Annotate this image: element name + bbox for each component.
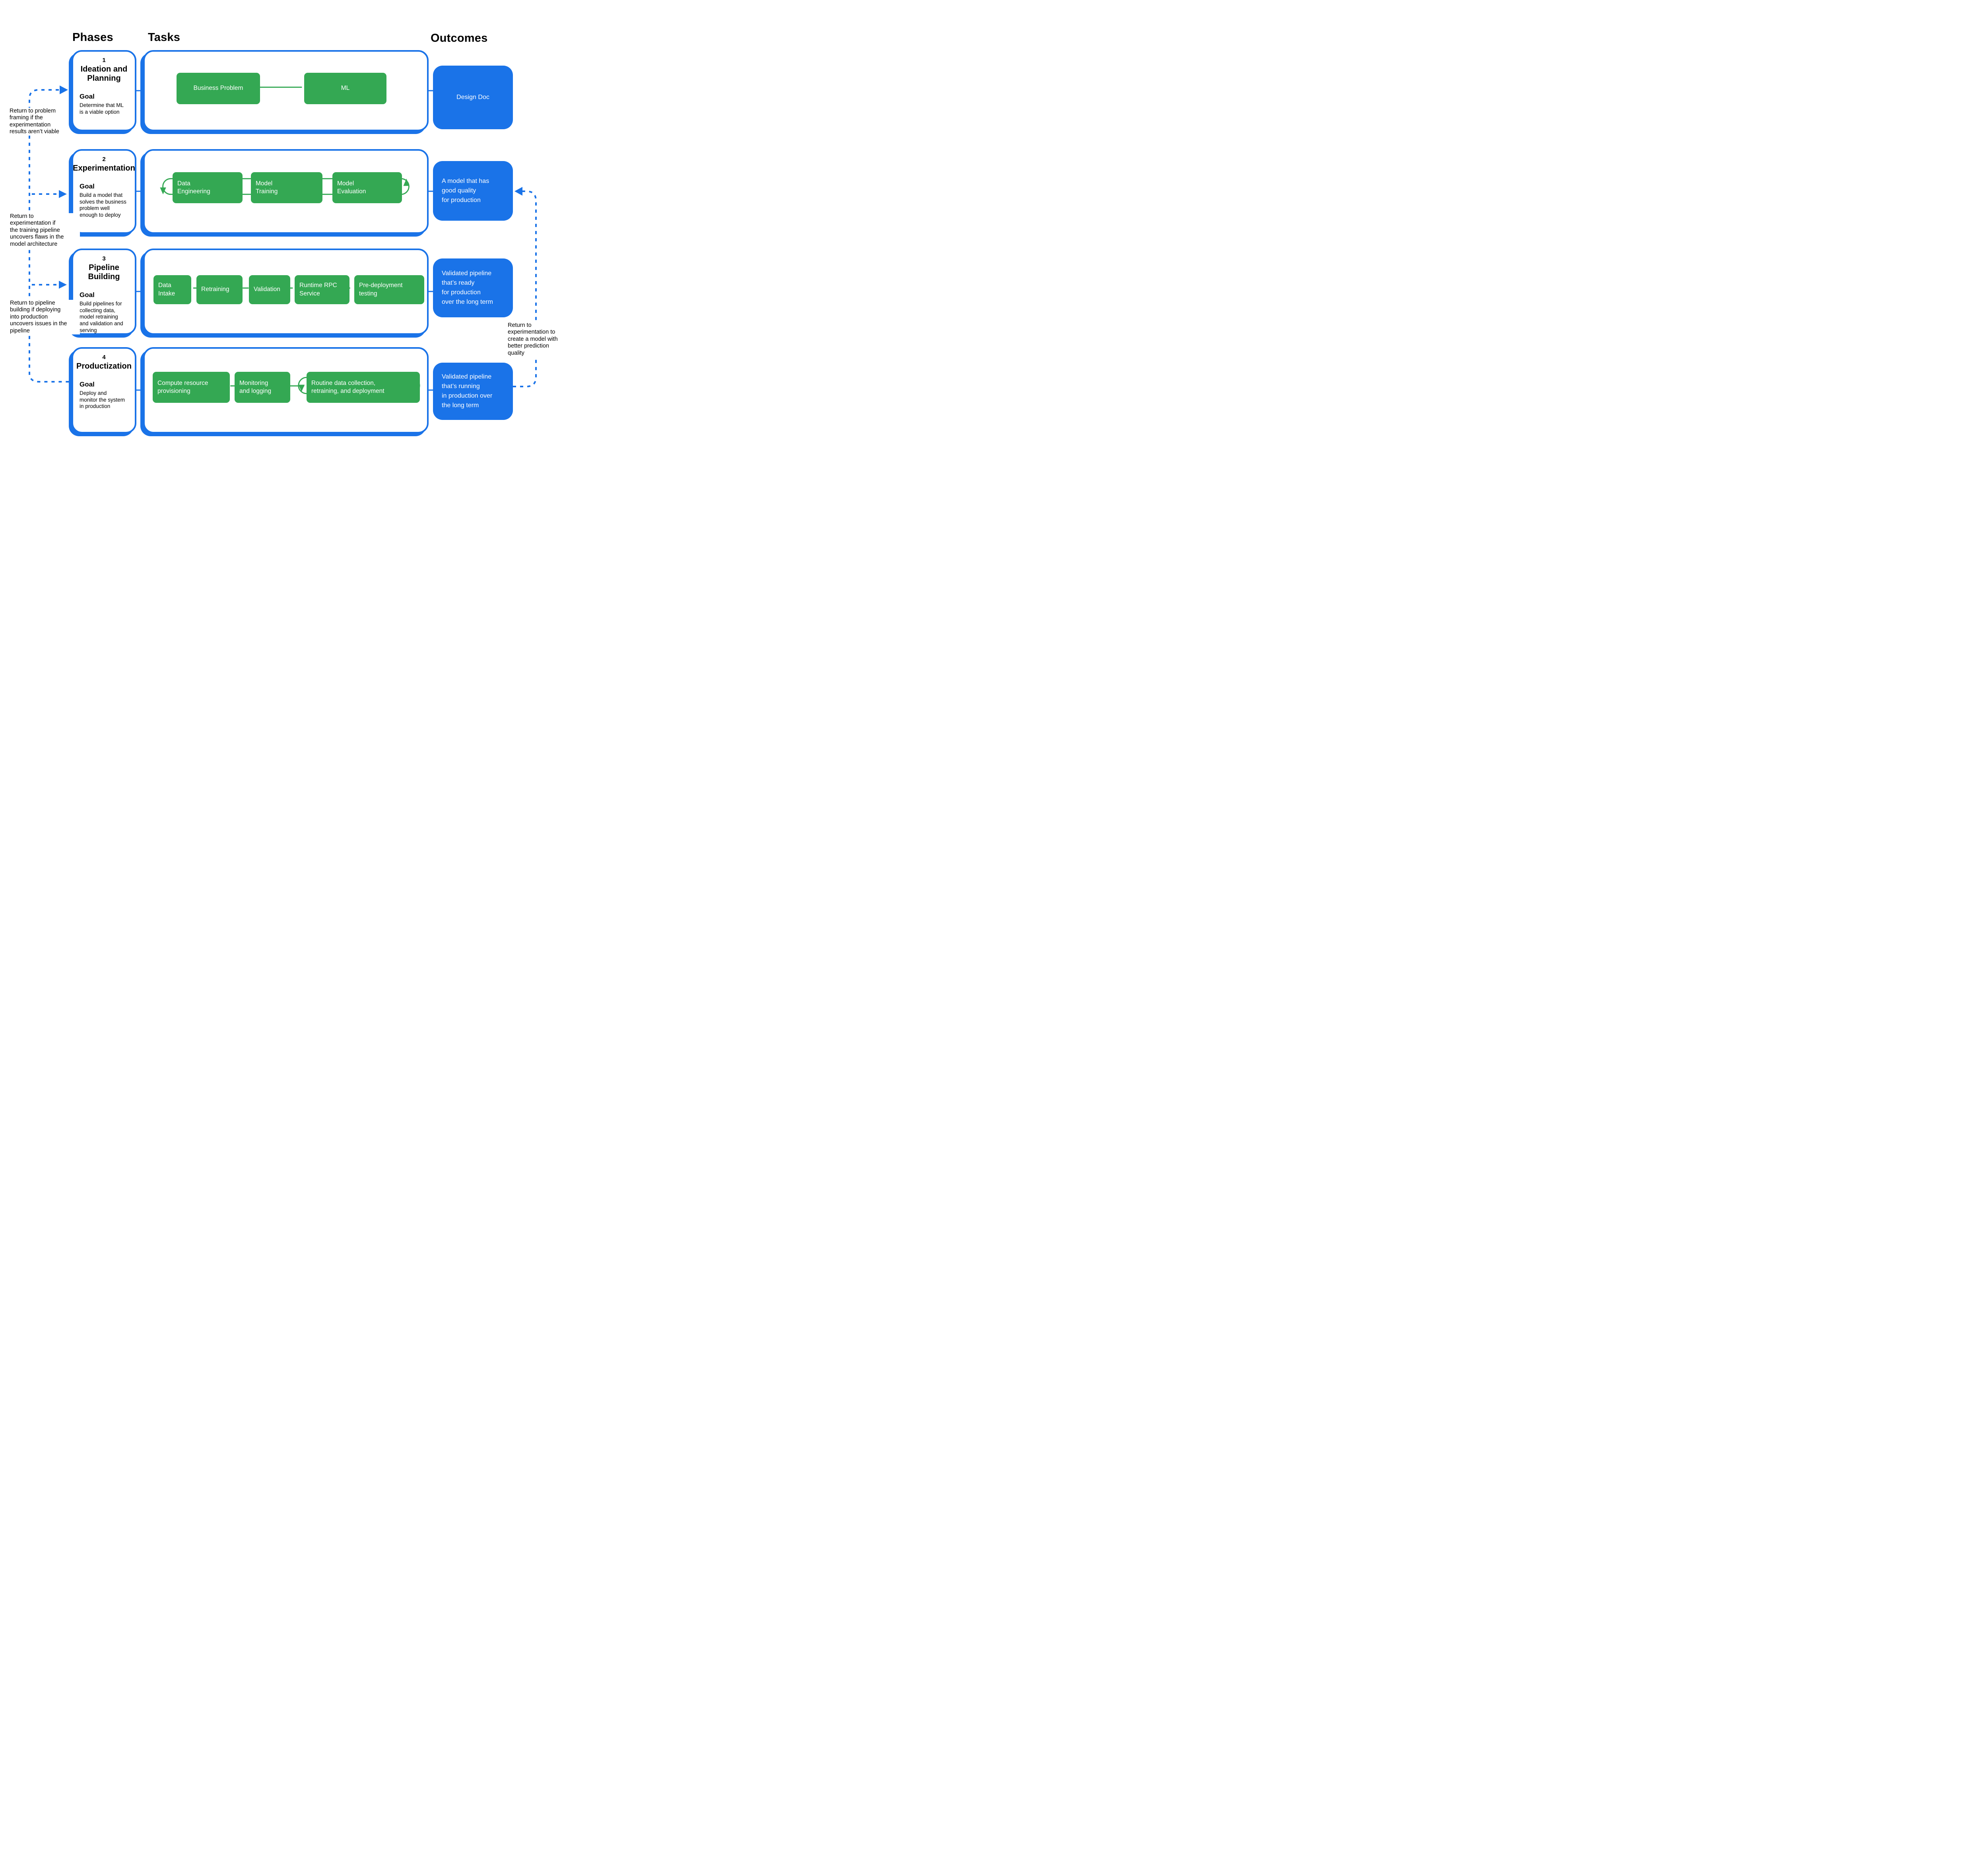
task-runtime-rpc-service: Runtime RPC Service [295,275,349,304]
arrowheads [59,85,522,289]
phase-card-experimentation: 2 Experimentation Goal Build a model tha… [72,149,136,234]
task-monitoring-and-logging: Monitoring and logging [235,372,290,403]
phase-card-productization: 4 Productization Goal Deploy and monitor… [72,347,136,433]
tasks-box-productization: Compute resource provisioning Monitoring… [143,347,429,433]
arrowhead-right-icon [59,190,67,198]
phase-goal: Goal Build a model that solves the busin… [73,183,135,224]
phase-card-pipeline-building: 3 Pipeline Building Goal Build pipelines… [72,249,136,335]
mlops-phases-diagram: Phases Tasks Outcomes 1 Ideation and Pla… [0,0,564,465]
outcome-design-doc: Design Doc [433,66,513,129]
goal-text: Build a model that solves the business p… [80,192,126,218]
task-routine-data-collection: Routine data collection, retraining, and… [307,372,420,403]
task-compute-resource-provisioning: Compute resource provisioning [153,372,230,403]
phase-goal: Goal Determine that ML is a viable optio… [73,93,135,121]
task-retraining: Retraining [196,275,243,304]
task-data-intake: Data Intake [153,275,191,304]
phase-title: Ideation and Planning [80,65,128,83]
phase-goal: Goal Deploy and monitor the system in pr… [73,381,135,416]
arrowhead-left-icon [514,187,522,196]
goal-label: Goal [80,93,95,100]
note-return-to-pipeline-building: Return to pipeline building if deploying… [10,300,80,334]
task-validation: Validation [249,275,290,304]
note-return-to-experimentation-quality: Return to experimentation to create a mo… [508,322,559,357]
task-connectors-row1 [259,86,302,88]
phase-card-ideation: 1 Ideation and Planning Goal Determine t… [72,50,136,131]
outcome-validated-pipeline-ready: Validated pipeline that’s ready for prod… [433,258,513,317]
phase-number: 1 [102,57,106,64]
goal-text: Build pipelines for collecting data, mod… [80,301,123,333]
tasks-box-experimentation: Data Engineering Model Training Model Ev… [143,149,429,234]
phase-goal: Goal Build pipelines for collecting data… [73,291,135,340]
loop-arrowhead-down-icon [298,385,305,392]
outcomes-column-header: Outcomes [431,32,488,45]
goal-label: Goal [80,381,95,388]
arrowhead-right-icon [59,281,67,289]
task-model-training: Model Training [251,172,322,203]
phase-title: Pipeline Building [88,263,120,281]
phase-number: 2 [102,156,106,163]
goal-text: Determine that ML is a viable option [80,102,124,115]
tasks-box-ideation: Business Problem ML [143,50,429,131]
tasks-box-pipeline-building: Data Intake Retraining Validation Runtim… [143,249,429,335]
right-feedback-line [513,190,537,387]
outcome-model-good-quality: A model that has good quality for produc… [433,161,513,221]
loop-arrowhead-down-icon [160,187,166,194]
phase-number: 4 [102,354,106,361]
phases-column-header: Phases [72,31,113,44]
task-data-engineering: Data Engineering [173,172,243,203]
outcome-validated-pipeline-running: Validated pipeline that’s running in pro… [433,363,513,420]
task-business-problem: Business Problem [177,73,260,104]
loop-arrowhead-up-icon [403,179,410,186]
note-return-to-experimentation: Return to experimentation if the trainin… [10,213,80,248]
task-pre-deployment-testing: Pre-deployment testing [354,275,424,304]
goal-label: Goal [80,183,95,190]
phase-title: Experimentation [73,164,135,173]
arrowhead-right-icon [60,85,68,94]
goal-label: Goal [80,291,95,299]
goal-text: Deploy and monitor the system in product… [80,390,125,410]
phase-title: Productization [76,362,132,371]
task-ml: ML [304,73,386,104]
tasks-column-header: Tasks [148,31,181,44]
task-model-evaluation: Model Evaluation [332,172,402,203]
feedback-dashed-lines [29,89,537,387]
solid-connector-lines [136,90,433,391]
phase-number: 3 [102,255,106,262]
note-return-to-problem-framing: Return to problem framing if the experim… [10,108,68,136]
